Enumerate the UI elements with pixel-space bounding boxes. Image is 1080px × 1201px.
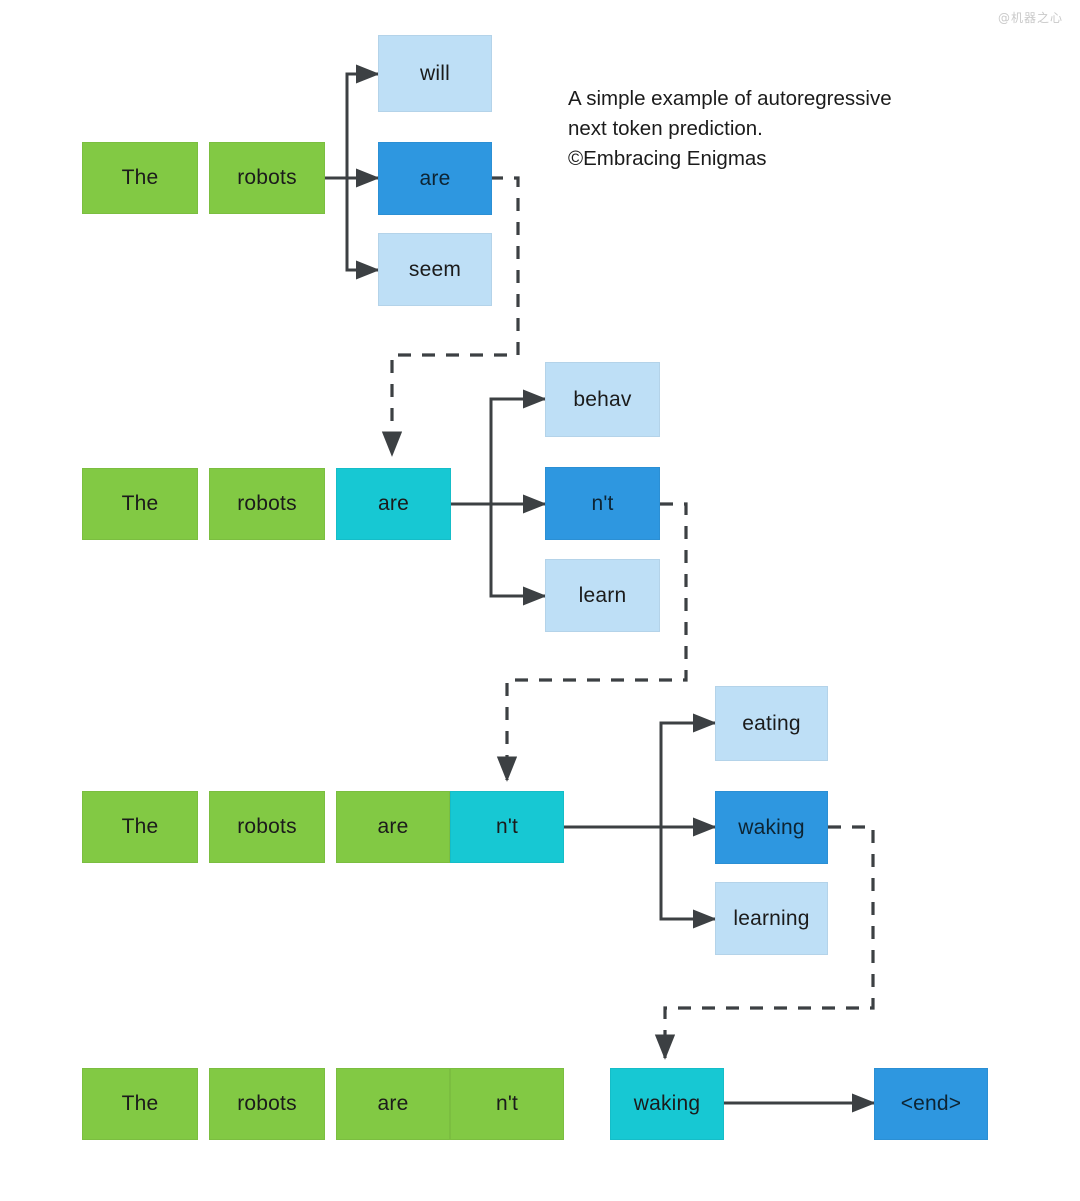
watermark-label: @机器之心	[998, 11, 1064, 25]
row1-context-token-2[interactable]: robots	[209, 142, 325, 214]
row4-context-token-1[interactable]: The	[82, 1068, 198, 1140]
row1-candidate-seem[interactable]: seem	[378, 233, 492, 306]
diagram-caption: A simple example of autoregressive next …	[568, 87, 892, 170]
row3-context-token-3[interactable]: are	[336, 791, 450, 863]
row2-context-token-1[interactable]: The	[82, 468, 198, 540]
row3-branch-connectors	[564, 713, 717, 929]
row3-context-token-1[interactable]: The	[82, 791, 198, 863]
row1-branch-connectors	[324, 64, 380, 280]
row3-candidate-waking-chosen[interactable]: waking	[715, 791, 828, 864]
row3-generated-token-nt[interactable]: n't	[450, 791, 564, 863]
row1-candidate-will[interactable]: will	[378, 35, 492, 112]
row1-candidate-are-chosen[interactable]: are	[378, 142, 492, 215]
row2-context-token-2[interactable]: robots	[209, 468, 325, 540]
row2-generated-token-are[interactable]: are	[336, 468, 451, 540]
row2-to-row3-feedback	[496, 502, 688, 782]
row4-candidate-end-chosen[interactable]: <end>	[874, 1068, 988, 1140]
row4-context-token-4[interactable]: n't	[450, 1068, 564, 1140]
row3-to-row4-feedback	[654, 825, 875, 1060]
row1-to-row2-feedback	[381, 176, 520, 457]
row2-candidate-learn[interactable]: learn	[545, 559, 660, 632]
row4-context-token-2[interactable]: robots	[209, 1068, 325, 1140]
row3-candidate-eating[interactable]: eating	[715, 686, 828, 761]
row2-candidate-nt-chosen[interactable]: n't	[545, 467, 660, 540]
row3-context-token-2[interactable]: robots	[209, 791, 325, 863]
row1-context-token-1[interactable]: The	[82, 142, 198, 214]
row4-generated-token-waking[interactable]: waking	[610, 1068, 724, 1140]
row2-candidate-behav[interactable]: behav	[545, 362, 660, 437]
row2-branch-connectors	[451, 389, 547, 606]
row4-context-token-3[interactable]: are	[336, 1068, 450, 1140]
row3-candidate-learning[interactable]: learning	[715, 882, 828, 955]
